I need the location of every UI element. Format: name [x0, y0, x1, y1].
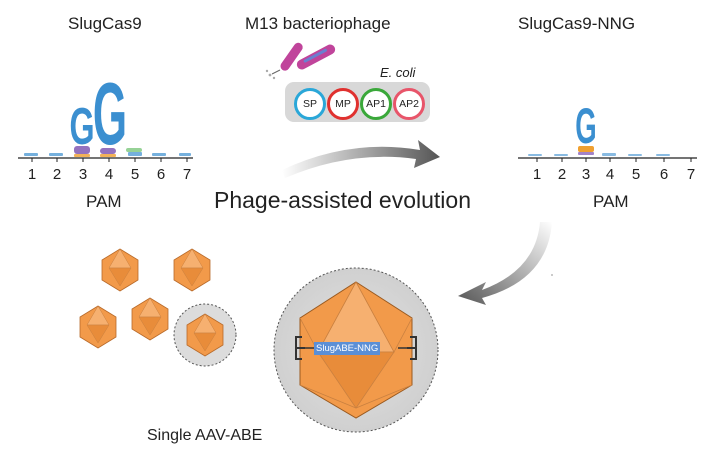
construct-label: SlugABE-NNG	[314, 342, 381, 355]
left-tick-3: 3	[78, 166, 88, 183]
aav-label: Single AAV-ABE	[147, 427, 263, 444]
right-tick-6: 6	[659, 166, 669, 183]
right-logo-axis-label: PAM	[593, 192, 629, 211]
left-tick-2: 2	[52, 166, 62, 183]
right-tick-5: 5	[631, 166, 641, 183]
phage-particle-2	[296, 44, 336, 70]
left-logo-letter-g1: G	[69, 98, 94, 156]
right-tick-1: 1	[532, 166, 542, 183]
right-tick-7: 7	[686, 166, 696, 183]
right-logo-title: SlugCas9-NNG	[518, 14, 636, 33]
aav-capsid-selected	[173, 303, 237, 367]
process-label: Phage-assisted evolution	[214, 187, 471, 213]
left-logo-axis-label: PAM	[86, 192, 122, 211]
aav-capsid-1	[101, 248, 139, 292]
left-logo-letter-g2: G	[93, 64, 127, 163]
right-logo-letter-g: G	[575, 97, 596, 154]
phage-particle-1	[265, 42, 303, 80]
right-tick-4: 4	[605, 166, 615, 183]
plasmid-sp: SP	[294, 88, 326, 120]
aav-capsid-2	[173, 248, 211, 292]
evolution-arrow	[282, 140, 440, 178]
right-tick-3: 3	[581, 166, 591, 183]
left-tick-7: 7	[182, 166, 192, 183]
delivery-arrow	[458, 222, 552, 305]
left-logo-title: SlugCas9	[68, 14, 142, 33]
plasmid-mp: MP	[327, 88, 359, 120]
right-tick-2: 2	[557, 166, 567, 183]
phage-title: M13 bacteriophage	[245, 14, 391, 33]
left-tick-6: 6	[156, 166, 166, 183]
left-tick-4: 4	[104, 166, 114, 183]
left-tick-5: 5	[130, 166, 140, 183]
left-logo-ticks: 1 2 3 4 5 6 7	[0, 166, 726, 186]
host-label: E. coli	[380, 65, 416, 80]
aav-capsid-4	[131, 297, 169, 341]
plasmid-ap1: AP1	[360, 88, 392, 120]
left-tick-1: 1	[27, 166, 37, 183]
aav-capsid-3	[79, 305, 117, 349]
right-logo-ticks: 1 2 3 4 5 6 7	[0, 166, 726, 186]
plasmid-ap2: AP2	[393, 88, 425, 120]
